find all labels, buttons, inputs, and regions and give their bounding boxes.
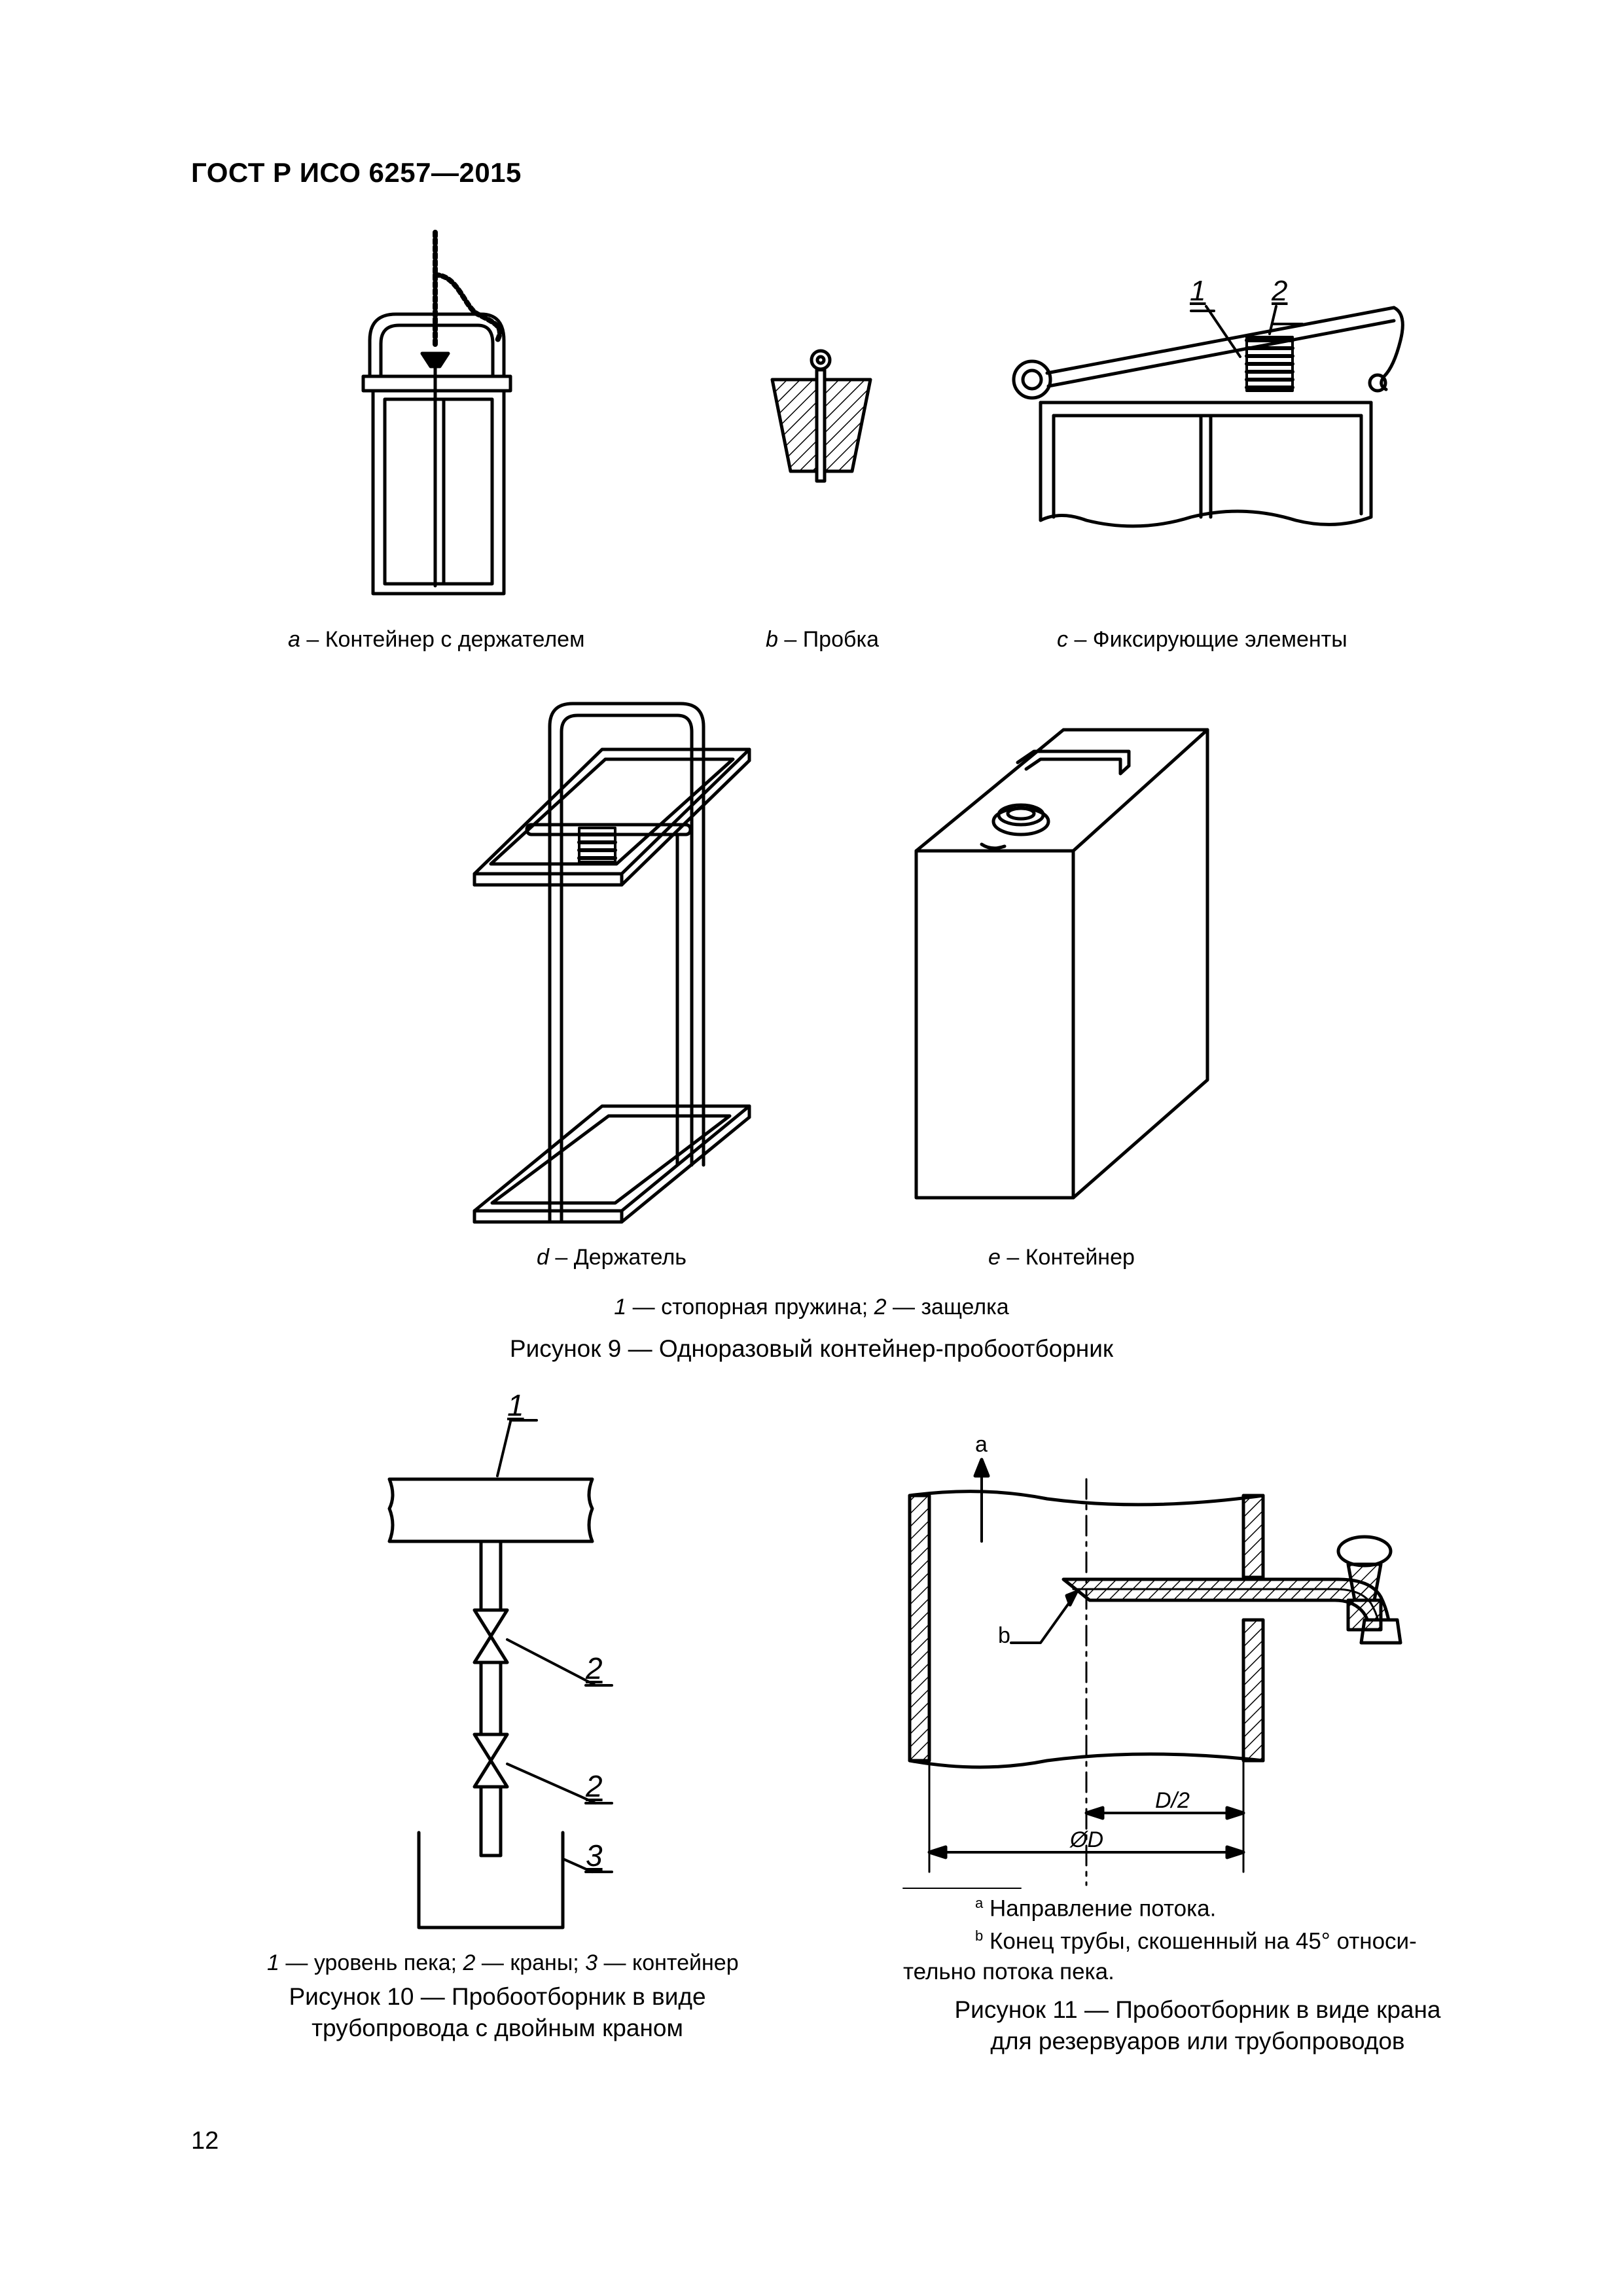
subcaption-letter: c: [1057, 627, 1068, 652]
subcaption-text: – Держатель: [548, 1245, 687, 1270]
legend-number: 1: [267, 1950, 279, 1975]
dimension-diameter: ØD: [1070, 1827, 1103, 1852]
container-box-drawing: [914, 728, 1209, 1200]
subcaption-text: – Контейнер с держателем: [300, 627, 585, 652]
callout-number: 1: [1190, 275, 1206, 307]
footnote-b: b Конец трубы, скошенный на 45° относи-: [975, 1928, 1417, 1955]
callout-number: 2: [586, 1769, 603, 1803]
dimension-half-diameter: D/2: [1155, 1788, 1190, 1813]
legend-text: — стопорная пружина;: [626, 1295, 874, 1319]
subcaption-text: – Контейнер: [1000, 1245, 1135, 1270]
container-with-holder-drawing: [361, 230, 512, 596]
figure11-title-line1: Рисунок 11 — Пробоотборник в виде крана: [954, 1996, 1441, 2023]
subcaption-d: d – Держатель: [537, 1245, 687, 1270]
legend-number: 3: [585, 1950, 598, 1975]
subcaption-b: b – Пробка: [766, 627, 879, 653]
legend-text: — уровень пека;: [279, 1950, 463, 1975]
subcaption-c: c – Фиксирующие элементы: [1057, 627, 1347, 653]
subcaption-text: – Пробка: [777, 627, 879, 652]
footnote-b-continuation: тельно потока пека.: [903, 1959, 1115, 1984]
callout-number: 3: [586, 1839, 603, 1873]
figure9-legend: 1 — стопорная пружина; 2 — защелка: [0, 1295, 1623, 1320]
figure10-title-line2: трубопровода с двойным краном: [312, 2015, 683, 2041]
subcaption-letter: d: [537, 1245, 549, 1270]
callout-number: 2: [1272, 275, 1288, 307]
footnote-text: Конец трубы, скошенный на 45° относи-: [983, 1928, 1417, 1954]
pipe-end-label: b: [998, 1623, 1010, 1648]
figure10-legend: 1 — уровень пека; 2 — краны; 3 — контейн…: [267, 1950, 739, 1976]
flow-direction-label: a: [975, 1432, 988, 1457]
holder-drawing: [473, 702, 751, 1224]
footnote-text: Направление потока.: [983, 1895, 1217, 1922]
legend-text: — защелка: [886, 1295, 1009, 1319]
document-header: ГОСТ Р ИСО 6257—2015: [191, 157, 522, 188]
figure9-title: Рисунок 9 — Одноразовый контейнер-пробоо…: [509, 1335, 1114, 1362]
footnote-mark: a: [975, 1895, 984, 1911]
legend-number: 2: [463, 1950, 476, 1975]
tap-sampler-drawing: [902, 1458, 1402, 1889]
figure10-title-line1: Рисунок 10 — Пробоотборник в виде: [289, 1983, 706, 2010]
subcaption-a: a – Контейнер с держателем: [288, 627, 584, 653]
figure11-title-line2: для резервуаров или трубопроводов: [990, 2028, 1405, 2054]
legend-number: 1: [614, 1295, 627, 1319]
subcaption-e: e – Контейнер: [988, 1245, 1135, 1270]
callout-number: 1: [507, 1388, 524, 1422]
fixing-elements-drawing: [1012, 305, 1404, 528]
footnote-a: a Направление потока.: [975, 1895, 1216, 1922]
stopper-drawing: [770, 349, 872, 483]
subcaption-text: – Фиксирующие элементы: [1068, 627, 1347, 652]
subcaption-letter: a: [288, 627, 300, 652]
callout-number: 2: [586, 1651, 603, 1685]
subcaption-letter: b: [766, 627, 778, 652]
pipeline-double-valve-drawing: [387, 1419, 613, 1929]
legend-number: 2: [874, 1295, 887, 1319]
page-number: 12: [191, 2127, 219, 2155]
legend-text: — краны;: [475, 1950, 586, 1975]
subcaption-letter: e: [988, 1245, 1001, 1270]
footnote-mark: b: [975, 1928, 984, 1944]
legend-text: — контейнер: [597, 1950, 739, 1975]
